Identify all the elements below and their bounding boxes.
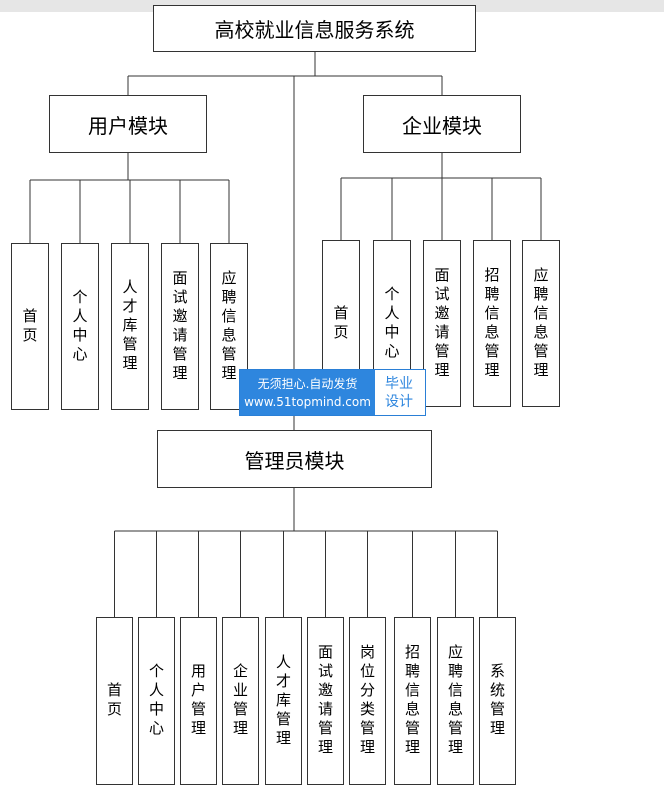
- user-module-node: 用户模块: [49, 95, 207, 153]
- watermark-text-panel: 无须担心.自动发货 www.51topmind.com: [240, 370, 375, 415]
- admin-module-child-label: 首页: [105, 682, 123, 720]
- company-module-child-label: 招聘信息管理: [482, 266, 501, 381]
- admin-module-label: 管理员模块: [244, 448, 345, 473]
- admin-module-child-node: 应聘信息管理: [437, 617, 474, 785]
- admin-module-child-node: 企业管理: [222, 617, 259, 785]
- admin-module-child-label: 系统管理: [488, 663, 506, 739]
- user-module-child-label: 首页: [20, 307, 39, 346]
- admin-module-child-node: 岗位分类管理: [349, 617, 386, 785]
- admin-module-child-label: 企业管理: [231, 663, 249, 739]
- admin-module-child-node: 用户管理: [180, 617, 217, 785]
- watermark-badge-line1: 毕业: [385, 375, 413, 392]
- watermark-banner: 无须担心.自动发货 www.51topmind.com 毕业 设计: [239, 369, 426, 416]
- watermark-slogan: 无须担心.自动发货: [257, 376, 358, 391]
- root-node: 高校就业信息服务系统: [153, 5, 476, 52]
- company-module-child-label: 面试邀请管理: [432, 266, 451, 381]
- admin-module-child-node: 首页: [96, 617, 133, 785]
- user-module-child-node: 面试邀请管理: [161, 243, 199, 410]
- watermark-badge-line2: 设计: [385, 393, 413, 410]
- user-module-child-label: 个人中心: [70, 288, 89, 365]
- admin-module-child-label: 应聘信息管理: [446, 644, 464, 758]
- company-module-label: 企业模块: [402, 113, 482, 138]
- user-module-child-node: 首页: [11, 243, 49, 410]
- user-module-child-label: 人才库管理: [120, 279, 139, 374]
- user-module-child-label: 面试邀请管理: [170, 269, 189, 384]
- root-node-label: 高校就业信息服务系统: [214, 18, 415, 42]
- admin-module-child-label: 人才库管理: [274, 653, 292, 749]
- admin-module-child-node: 系统管理: [479, 617, 516, 785]
- company-module-child-node: 应聘信息管理: [522, 240, 560, 407]
- user-module-label: 用户模块: [88, 113, 168, 138]
- admin-module-child-label: 个人中心: [147, 663, 165, 739]
- watermark-badge: 毕业 设计: [375, 370, 423, 415]
- user-module-child-node: 个人中心: [61, 243, 99, 410]
- admin-module-node: 管理员模块: [157, 430, 432, 488]
- watermark-url: www.51topmind.com: [244, 394, 371, 409]
- company-module-child-label: 个人中心: [382, 285, 401, 362]
- admin-module-child-node: 面试邀请管理: [307, 617, 344, 785]
- admin-module-child-node: 招聘信息管理: [394, 617, 431, 785]
- admin-module-child-node: 人才库管理: [265, 617, 302, 785]
- company-module-child-label: 应聘信息管理: [531, 266, 550, 381]
- admin-module-child-label: 岗位分类管理: [358, 644, 376, 758]
- user-module-child-node: 人才库管理: [111, 243, 149, 410]
- company-module-child-label: 首页: [331, 304, 350, 343]
- admin-module-child-node: 个人中心: [138, 617, 175, 785]
- company-module-child-node: 招聘信息管理: [473, 240, 511, 407]
- company-module-child-node: 面试邀请管理: [423, 240, 461, 407]
- user-module-child-label: 应聘信息管理: [219, 269, 238, 384]
- admin-module-child-label: 招聘信息管理: [403, 644, 421, 758]
- company-module-node: 企业模块: [363, 95, 521, 153]
- admin-module-child-label: 面试邀请管理: [316, 644, 334, 758]
- admin-module-child-label: 用户管理: [189, 663, 207, 739]
